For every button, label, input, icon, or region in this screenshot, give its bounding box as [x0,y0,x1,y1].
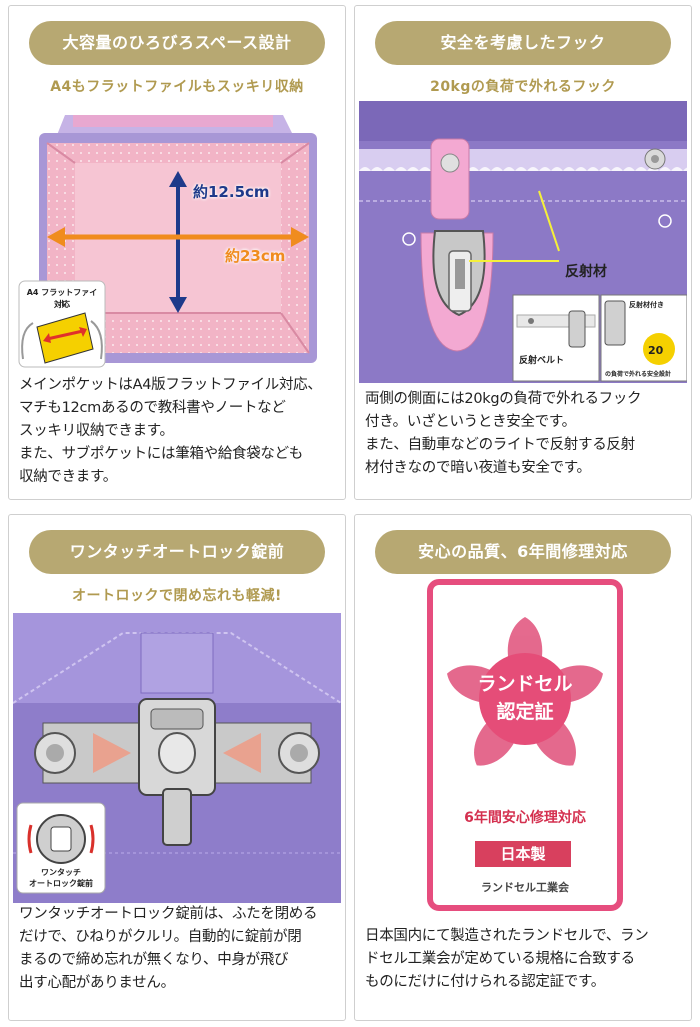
description-line: また、自動車などのライトで反射する反射 [365,437,635,453]
feature-title: 安心の品質、6年間修理対応 [375,530,671,574]
svg-text:20: 20 [648,344,664,357]
description-line: スッキリ収納できます。 [19,423,174,439]
description-line: また、サブポケットには筆箱や給食袋なども [19,446,303,462]
cert-title-line2: 認定証 [496,701,554,723]
sakura-emblem: ランドセル 認定証 [439,613,611,785]
feature-description: ワンタッチオートロック錠前は、ふたを閉める だけで、ひねりがクルリ。自動的に錠前… [19,903,337,995]
description-line: 日本国内にて製造されたランドセルで、ラン [365,928,649,944]
height-label: 約12.5cm [193,183,270,201]
auto-lock-badge [16,802,106,894]
feature-card-autolock: ワンタッチオートロック錠前 オートロックで閉め忘れも軽減! [8,514,346,1021]
safety-design-inset: 20 反射材付き の負荷で外れる安全設計 [600,294,687,382]
repair-guarantee: 6年間安心修理対応 [464,810,586,826]
hook-photo: 反射ベルト 20 反射材付き の負荷で外れる安全設計 反射材 [359,101,687,383]
svg-text:反射ベルト: 反射ベルト [519,354,564,366]
feature-card-hook: 安全を考慮したフック 20kgの負荷で外れるフック [354,5,692,500]
feature-subtitle: 20kgの負荷で外れるフック [430,79,616,95]
reflector-label: 反射材 [565,264,607,280]
feature-card-capacity: 大容量のひろびろスペース設計 A4もフラットファイルもスッキリ収納 [8,5,346,500]
svg-text:の負荷で外れる安全設計: の負荷で外れる安全設計 [605,370,671,378]
description-line: 材付きなので暗い夜道も安全です。 [365,460,591,476]
description-line: ものにだけに付けられる認定証です。 [365,974,605,990]
feature-subtitle: A4もフラットファイルもスッキリ収納 [50,79,304,95]
certification-label: ランドセル 認定証 6年間安心修理対応 日本製 ランドセル工業会 [427,579,623,911]
feature-description: 日本国内にて製造されたランドセルで、ラン ドセル工業会が定めている規格に合致する… [365,925,683,994]
feature-description: 両側の側面には20kgの負荷で外れるフック 付き。いざというとき安全です。 また… [365,388,683,480]
badge-label-line1: ワンタッチ [41,868,81,877]
bag-interior-illustration [18,115,317,368]
description-line: 収納できます。 [19,469,117,485]
feature-card-quality: 安心の品質、6年間修理対応 ランドセル 認定証 6年間安心修理対応 日本製 ラン… [354,514,692,1021]
description-line: ワンタッチオートロック錠前は、ふたを閉める [19,906,318,922]
safety-hook-illustration: 反射ベルト 20 反射材付き の負荷で外れる安全設計 [359,101,687,383]
description-line: まるので締め忘れが無くなり、中身が飛び [19,952,289,968]
feature-subtitle: オートロックで閉め忘れも軽減! [72,588,282,604]
svg-text:反射材付き: 反射材付き [629,300,664,309]
association-name: ランドセル工業会 [481,881,569,894]
auto-lock-illustration [13,613,341,903]
feature-title: 大容量のひろびろスペース設計 [29,21,325,65]
feature-title: ワンタッチオートロック錠前 [29,530,325,574]
description-line: マチも12cmあるので教科書やノートなど [19,400,286,416]
made-in-japan-badge: 日本製 [475,841,571,867]
bag-interior-photo: 約12.5cm 約23cm A4 フラットファイル 対応 [13,101,341,371]
a4-file-badge [18,280,106,368]
feature-description: メインポケットはA4版フラットファイル対応、 マチも12cmあるので教科書やノー… [19,374,337,489]
badge-label-line1: A4 フラットファイル [26,288,98,308]
feature-title: 安全を考慮したフック [375,21,671,65]
description-line: 両側の側面には20kgの負荷で外れるフック [365,391,642,407]
lock-photo: ワンタッチ オートロック錠前 [13,613,341,903]
badge-label-line2: オートロック錠前 [29,879,93,888]
description-line: 付き。いざというとき安全です。 [365,414,576,430]
cert-title-line1: ランドセル [477,673,573,695]
description-line: 出す心配がありません。 [19,975,175,991]
description-line: メインポケットはA4版フラットファイル対応、 [19,377,322,393]
description-line: だけで、ひねりがクルリ。自動的に錠前が閉 [19,929,302,945]
sakura-icon [447,617,603,766]
description-line: ドセル工業会が定めている規格に合致する [365,951,635,967]
badge-label-line2: 対応 [54,300,70,309]
width-label: 約23cm [225,247,286,265]
reflective-belt-inset: 反射ベルト [512,294,600,382]
